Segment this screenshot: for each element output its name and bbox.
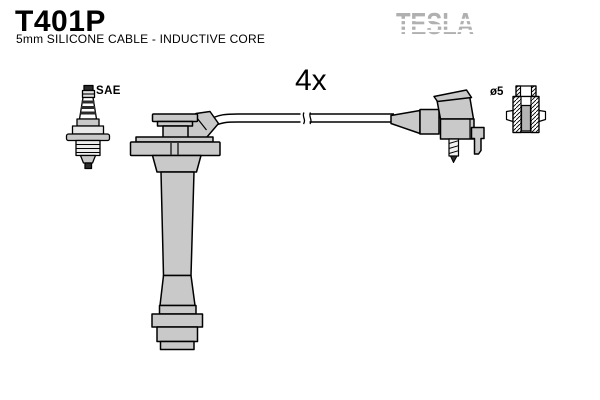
boot-shaft xyxy=(160,171,195,277)
sae-label: SAE xyxy=(96,85,121,97)
boot-flange xyxy=(129,141,221,157)
connector-sleeve-taper xyxy=(390,109,421,135)
plug-flange xyxy=(65,133,111,142)
section-wall-left xyxy=(512,95,522,134)
section-tab-right xyxy=(538,109,547,123)
section-tab-left xyxy=(505,109,514,123)
section-rod xyxy=(520,104,532,132)
insulator-rib xyxy=(80,111,96,115)
tesla-logo-icon: TESLA xyxy=(393,8,477,40)
section-top-wall xyxy=(530,85,537,98)
cable-break-mark xyxy=(309,112,312,125)
product-subtitle: 5mm SILICONE CABLE - INDUCTIVE CORE xyxy=(16,32,266,46)
quantity-label: 4x xyxy=(295,64,327,97)
spark-plug-icon xyxy=(65,84,111,170)
tesla-logo: TESLA xyxy=(393,8,477,40)
connector-cap xyxy=(433,89,473,103)
diameter-label: ø5 xyxy=(490,86,504,98)
connector-block xyxy=(439,118,475,140)
ignition-cable-icon xyxy=(205,112,394,130)
boot-cap xyxy=(151,113,199,123)
boot-foot xyxy=(159,340,195,351)
section-wall-right xyxy=(530,95,540,134)
boot-block xyxy=(156,326,199,343)
page-title: T401P xyxy=(15,5,106,38)
plug-terminal-cap xyxy=(83,84,94,92)
logo-stripe xyxy=(393,18,477,22)
logo-stripe xyxy=(393,24,477,27)
plug-collar xyxy=(76,118,100,127)
boot-band xyxy=(158,304,197,315)
connector-stud-tip xyxy=(450,155,458,163)
tesla-logo-text: TESLA xyxy=(396,8,474,40)
cable-break-gap xyxy=(300,112,310,124)
boot-ring xyxy=(151,313,204,328)
section-top-wall xyxy=(515,85,522,98)
terminal-cross-section-icon xyxy=(505,85,547,134)
coil-connector-icon xyxy=(390,89,485,163)
connector-sleeve xyxy=(419,108,440,135)
plug-hex xyxy=(71,125,105,135)
insulator-rib xyxy=(81,100,95,104)
cable-break-mark xyxy=(302,112,306,125)
insulator-rib xyxy=(81,106,95,109)
connector-clip xyxy=(470,126,485,155)
plug-tip xyxy=(79,154,97,164)
spark-plug-boot-icon xyxy=(129,110,221,351)
boot-shoulder xyxy=(151,154,202,173)
plug-electrode xyxy=(84,162,93,170)
boot-taper xyxy=(159,274,196,307)
logo-stripe xyxy=(393,29,477,33)
